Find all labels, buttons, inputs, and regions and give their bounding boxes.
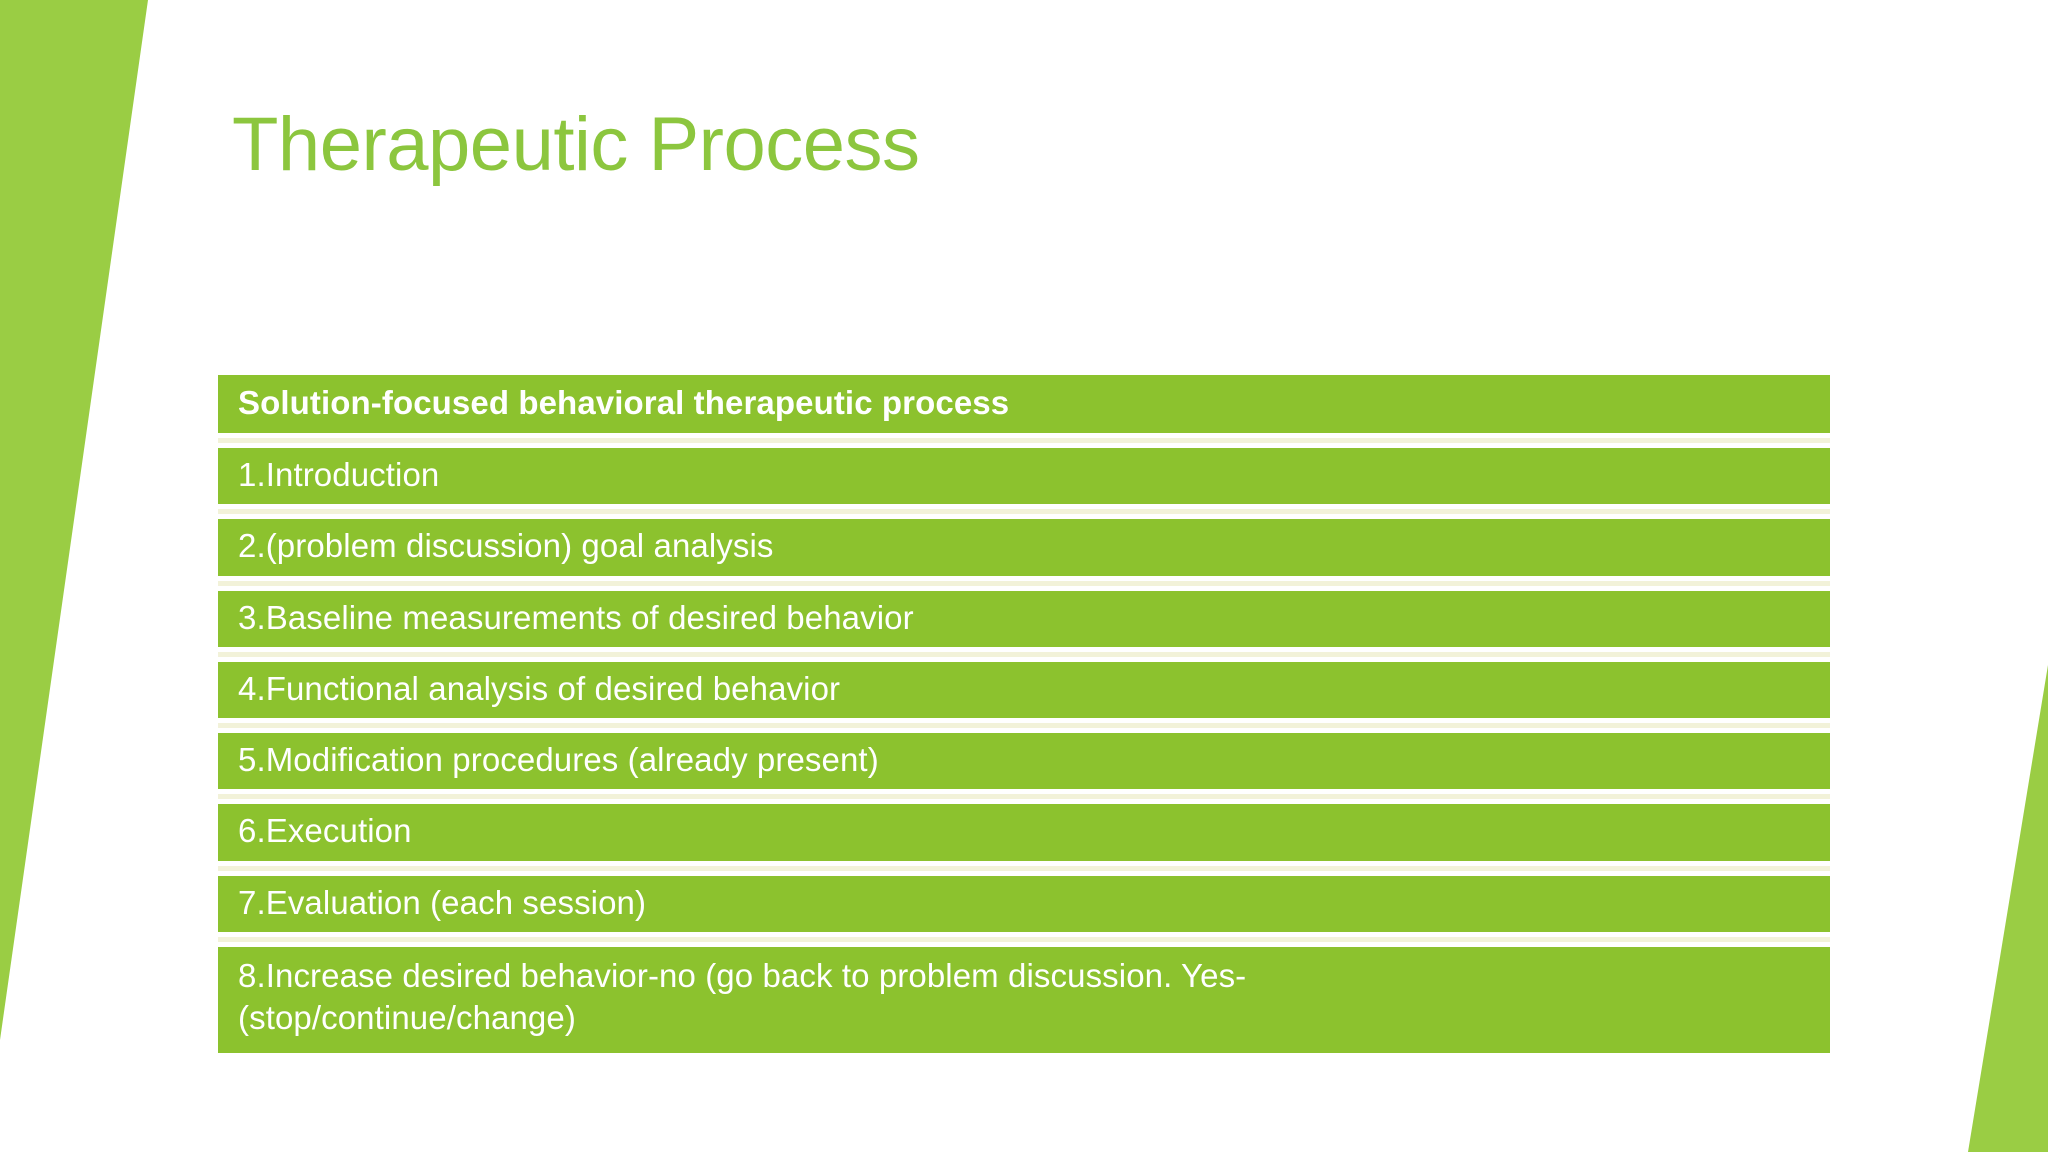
row-divider (218, 438, 1830, 444)
table-header-row: Solution-focused behavioral therapeutic … (218, 375, 1830, 434)
row-divider (218, 936, 1830, 942)
row-divider (218, 651, 1830, 657)
row-divider (218, 865, 1830, 871)
table-row: 6.Execution (218, 804, 1830, 861)
process-table: Solution-focused behavioral therapeutic … (218, 375, 1830, 1054)
table-row: 1.Introduction (218, 448, 1830, 505)
table-row: 8.Increase desired behavior-no (go back … (218, 946, 1830, 1054)
right-green-wedge (1968, 665, 2048, 1152)
table-row: 7.Evaluation (each session) (218, 875, 1830, 932)
table-row-label-line2: (stop/continue/change) (238, 999, 576, 1037)
table-row-label: 4.Functional analysis of desired behavio… (238, 669, 841, 707)
row-divider (218, 509, 1830, 515)
table-row-label: 7.Evaluation (each session) (238, 883, 647, 921)
page-title: Therapeutic Process (232, 102, 920, 187)
left-green-wedge (0, 0, 148, 1040)
table-row-label: 1.Introduction (238, 456, 440, 494)
table-row-label: 6.Execution (238, 812, 412, 850)
row-divider (218, 794, 1830, 800)
table-row-label: 2.(problem discussion) goal analysis (238, 527, 774, 565)
row-divider (218, 723, 1830, 729)
row-divider (218, 580, 1830, 586)
table-row-label: 3.Baseline measurements of desired behav… (238, 598, 914, 636)
table-row: 3.Baseline measurements of desired behav… (218, 590, 1830, 647)
table-row-label-line1: 8.Increase desired behavior-no (go back … (238, 956, 1247, 994)
table-row: 4.Functional analysis of desired behavio… (218, 661, 1830, 719)
table-row: 2.(problem discussion) goal analysis (218, 519, 1830, 576)
table-row-label: 5.Modification procedures (already prese… (238, 741, 879, 779)
table-row: 5.Modification procedures (already prese… (218, 733, 1830, 790)
